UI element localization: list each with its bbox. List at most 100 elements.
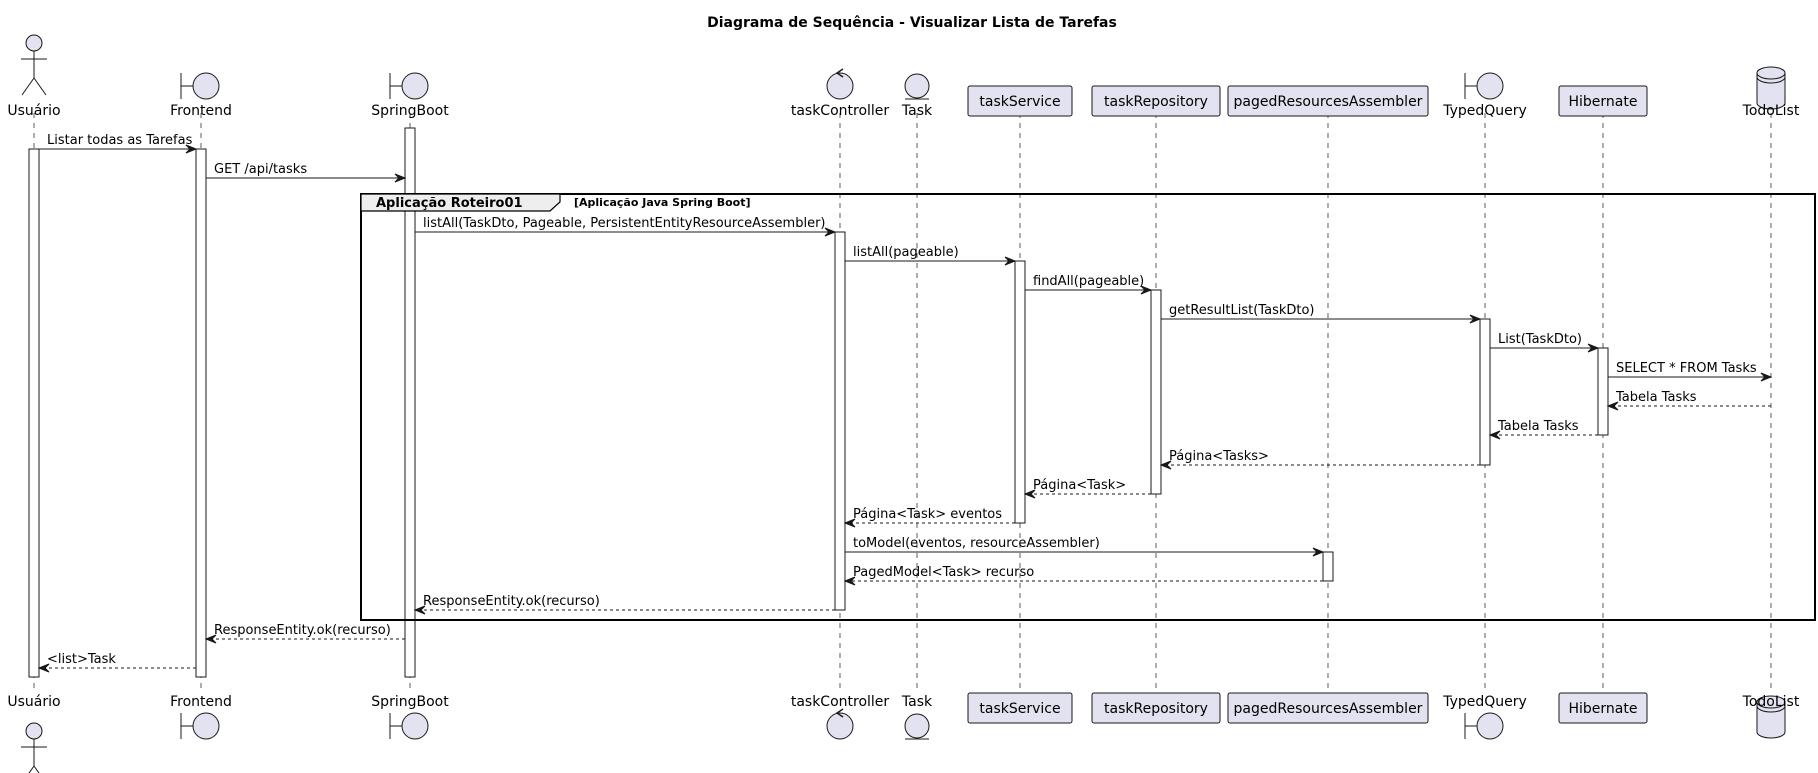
participant-label: Frontend — [170, 694, 232, 710]
control-shape — [826, 712, 854, 740]
actor-body-shape — [21, 739, 47, 773]
control-arrow — [835, 708, 844, 718]
activation-taskcontroller — [834, 231, 846, 611]
participant-label: Hibernate — [1569, 94, 1638, 110]
message-9: Tabela Tasks — [1606, 390, 1771, 411]
participant-todolist-top: TodoList — [1742, 66, 1800, 119]
control-shape — [826, 72, 854, 100]
boundary-bar — [1464, 73, 1477, 99]
boundary-shape — [1476, 712, 1504, 740]
message-arrowhead — [185, 144, 198, 154]
database-shape — [1756, 66, 1786, 110]
participant-label: TypedQuery — [1442, 694, 1527, 710]
group-sublabel: [Aplicação Java Spring Boot] — [574, 196, 750, 209]
message-arrowhead — [1023, 489, 1036, 499]
message-arrowhead — [37, 663, 50, 673]
boundary-bar — [180, 73, 193, 99]
activation-hibernate — [1597, 347, 1609, 436]
participant-box — [1091, 692, 1221, 724]
participant-label: Usuário — [7, 103, 60, 119]
participant-box — [967, 85, 1073, 117]
participant-label: TodoList — [1742, 694, 1800, 710]
participant-frontend-bottom: Frontend — [170, 694, 232, 740]
message-label: SELECT * FROM Tasks — [1616, 361, 1757, 376]
participant-label: SpringBoot — [371, 103, 449, 119]
participant-box — [1227, 85, 1429, 117]
participant-box — [967, 692, 1073, 724]
actor-head-shape — [25, 34, 43, 52]
actor-body-shape — [21, 51, 47, 96]
group-label: Aplicação Roteiro01 — [376, 196, 523, 211]
message-arrowhead — [1469, 314, 1482, 324]
message-5: findAll(pageable) — [1025, 274, 1153, 295]
participant-label: taskController — [791, 694, 890, 710]
participant-taskcontroller-top: taskController — [791, 68, 890, 119]
participant-usuario-top: Usuário — [7, 34, 61, 119]
boundary-bar — [1464, 713, 1477, 739]
message-18: <list>Task — [37, 652, 196, 673]
message-label: findAll(pageable) — [1033, 274, 1144, 289]
activation-frontend — [195, 148, 207, 678]
message-4: listAll(pageable) — [845, 245, 1017, 266]
message-10: Tabela Tasks — [1488, 419, 1598, 440]
participant-box — [1558, 692, 1648, 724]
activation-springboot — [404, 127, 416, 678]
message-2: GET /api/tasks — [206, 162, 407, 183]
participant-label: TypedQuery — [1442, 103, 1527, 119]
activation-typedquery — [1479, 318, 1491, 466]
boundary-bar — [180, 713, 193, 739]
participant-todolist-bottom: TodoList — [1742, 694, 1800, 739]
actor-head-shape — [25, 722, 43, 740]
participant-typedquery-bottom: TypedQuery — [1442, 694, 1527, 740]
message-12: Página<Task> — [1023, 478, 1151, 499]
message-8: SELECT * FROM Tasks — [1608, 361, 1773, 382]
message-arrowhead — [1606, 401, 1619, 411]
activation-taskrepository — [1150, 289, 1162, 495]
entity-shape — [904, 713, 930, 739]
participant-label: taskService — [979, 701, 1060, 717]
message-15: PagedModel<Task> recurso — [843, 565, 1323, 586]
message-arrowhead — [824, 227, 837, 237]
message-label: List(TaskDto) — [1498, 332, 1582, 347]
group-frame-border — [360, 193, 1816, 621]
database-shape — [1756, 695, 1786, 739]
message-label: Tabela Tasks — [1497, 419, 1579, 434]
message-label: ResponseEntity.ok(recurso) — [214, 623, 391, 638]
diagram-title: Diagrama de Sequência - Visualizar Lista… — [707, 15, 1117, 31]
message-label: Página<Task> eventos — [853, 507, 1002, 522]
message-arrowhead — [1312, 547, 1325, 557]
message-label: listAll(pageable) — [853, 245, 959, 260]
message-arrowhead — [843, 518, 856, 528]
group-frame-tab — [360, 193, 561, 212]
participant-label: pagedResourcesAssembler — [1234, 94, 1423, 110]
message-3: listAll(TaskDto, Pageable, PersistentEnt… — [415, 216, 837, 237]
message-13: Página<Task> eventos — [843, 507, 1015, 528]
participant-hibernate-bottom: Hibernate — [1558, 692, 1648, 724]
participant-label: taskController — [791, 103, 890, 119]
boundary-bar — [389, 713, 402, 739]
message-arrowhead — [394, 173, 407, 183]
activation-usuario — [28, 148, 40, 678]
participant-label: Usuário — [7, 694, 60, 710]
message-arrowhead — [1159, 460, 1172, 470]
entity-shape — [904, 73, 930, 99]
message-label: PagedModel<Task> recurso — [853, 565, 1034, 580]
participant-heads-bottom: Usuário Frontend SpringBoot taskController T… — [7, 692, 1800, 773]
participant-springboot-top: SpringBoot — [371, 72, 449, 119]
participant-taskrepository-bottom: taskRepository — [1091, 692, 1221, 724]
participant-label: SpringBoot — [371, 694, 449, 710]
message-label: <list>Task — [47, 652, 116, 667]
boundary-shape — [401, 712, 429, 740]
message-14: toModel(eventos, resourceAssembler) — [845, 536, 1325, 557]
boundary-shape — [401, 72, 429, 100]
participant-box — [1227, 692, 1429, 724]
participant-taskservice-bottom: taskService — [967, 692, 1073, 724]
boundary-bar — [389, 73, 402, 99]
participant-taskservice-top: taskService — [967, 85, 1073, 117]
participant-label: Task — [901, 694, 933, 710]
participant-label: taskRepository — [1104, 701, 1208, 717]
participant-label: Hibernate — [1569, 701, 1638, 717]
